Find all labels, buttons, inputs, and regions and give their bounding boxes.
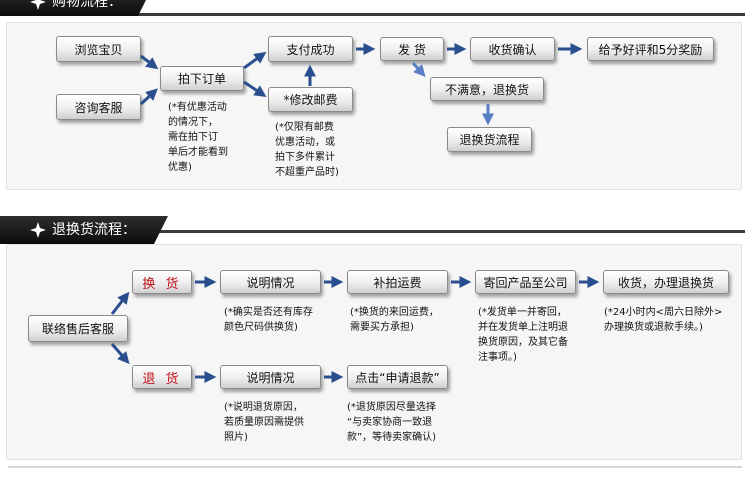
- order-note: (*有优惠活动的情况下，需在拍下订单后才能看到优惠): [168, 102, 228, 173]
- send-back-note: (*发货单一并寄回，并在发货单上注明退换货原因，及其它备注事项。): [478, 307, 568, 363]
- purchase-header: 购物流程：: [0, 0, 152, 16]
- compass-star-icon: [30, 0, 46, 10]
- ship-box: 发 货: [380, 37, 444, 61]
- contact-box: 联络售后客服: [28, 315, 128, 342]
- unhappy-box: 不满意，退换货: [430, 77, 544, 101]
- send-back-box: 寄回产品至公司: [475, 270, 576, 294]
- receive-note: (*24小时内<周六日除外>办理换货或退款手续。): [604, 307, 723, 333]
- reorder-note: (*换货的来回运费，需要买方承担): [350, 307, 439, 333]
- return-flow-box: 退换货流程: [447, 127, 532, 152]
- arrow-consult-order: [139, 88, 158, 106]
- click-refund-box: 点击“申请退款”: [347, 365, 448, 389]
- returns-header-rule: [0, 230, 745, 233]
- pay-box: 支付成功: [268, 36, 353, 62]
- consult-box: 咨询客服: [56, 94, 141, 120]
- returns-header: 退换货流程：: [0, 216, 168, 244]
- explain1-note: (*确实是否还有库存颜色尺码供换货): [224, 307, 313, 333]
- arrow-ship-unhappy: [411, 61, 426, 78]
- click-refund-note: (*退货原因尽量选择“与卖家协商一致退款”，等待卖家确认): [347, 402, 437, 443]
- returns-header-title: 退换货流程：: [52, 222, 136, 238]
- purchase-header-title: 购物流程：: [52, 0, 122, 10]
- arrow-browse-order: [140, 54, 159, 70]
- modify-box: *修改邮费: [268, 87, 353, 112]
- purchase-header-rule: [0, 13, 745, 16]
- browse-box: 浏览宝贝: [56, 36, 141, 62]
- compass-star-icon: [30, 222, 46, 238]
- explain1-box: 说明情况: [220, 270, 321, 294]
- arrow-contact-refund: [110, 343, 130, 365]
- order-box: 拍下订单: [160, 66, 244, 91]
- review-box: 给予好评和5分奖励: [587, 37, 714, 61]
- exchange-box: 换 货: [132, 270, 192, 294]
- modify-note: (*仅限有邮费优惠活动，或拍下多件累计不超重产品时): [275, 122, 339, 178]
- bottom-divider: [8, 466, 742, 468]
- arrow-contact-exchange: [110, 291, 130, 315]
- explain2-note: (*说明退货原因，若质量原因需提供照片): [224, 402, 304, 443]
- arrow-order-modify: [243, 80, 267, 97]
- refund-box: 退 货: [132, 365, 192, 389]
- receive-process-box: 收货，办理退换货: [603, 270, 729, 294]
- arrow-order-pay: [243, 51, 267, 70]
- reorder-shipping-box: 补拍运费: [347, 270, 448, 294]
- receive-box: 收货确认: [470, 37, 555, 61]
- explain2-box: 说明情况: [220, 365, 321, 389]
